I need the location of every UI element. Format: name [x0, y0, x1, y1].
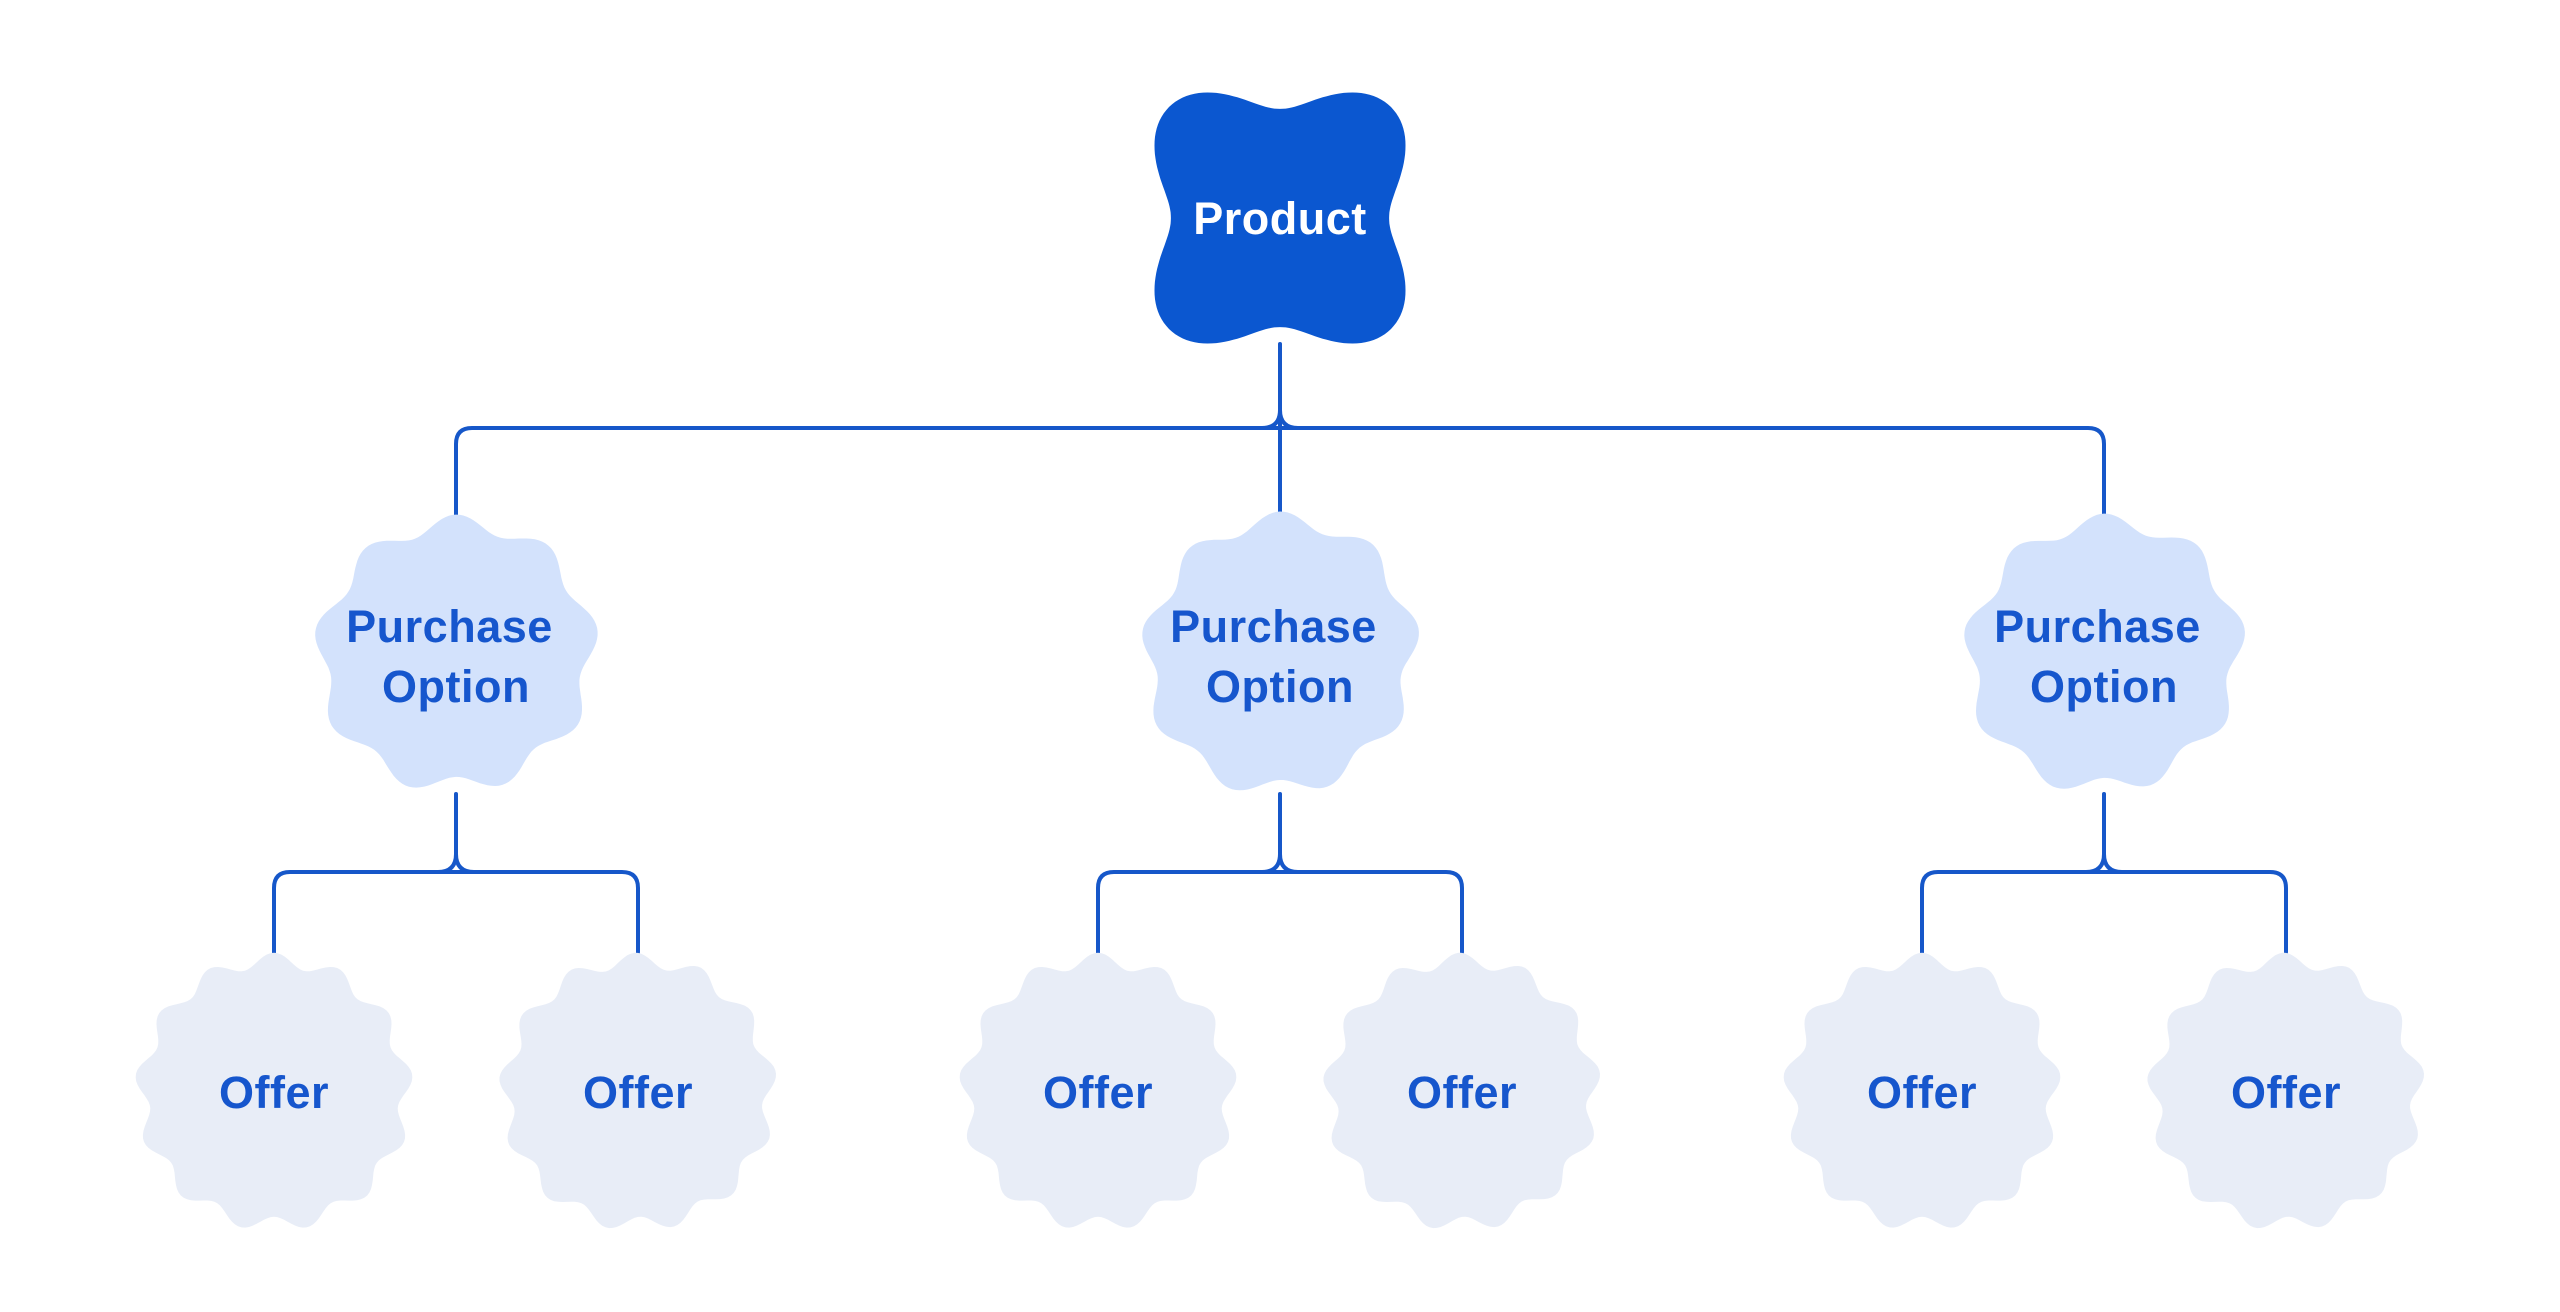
- connector-level1-rail: [454, 426, 2106, 518]
- connector-option1-rail: [272, 870, 640, 954]
- purchase-option-node: [1964, 513, 2245, 789]
- product-label: Product: [1193, 193, 1367, 244]
- connector-option3-fillet-right: [2102, 852, 2124, 874]
- offer-node: [959, 952, 1237, 1228]
- offer-label: Offer: [1867, 1067, 1977, 1118]
- connector-option1-fillet-right: [454, 852, 476, 874]
- connector-option3-rail: [1920, 870, 2288, 954]
- offer-node: [2147, 952, 2424, 1229]
- connector-option2-fillet-right: [1278, 852, 1300, 874]
- purchase-option-label-line2: Option: [2030, 661, 2178, 712]
- connector-level1-fillet-right: [1278, 408, 1300, 430]
- purchase-option-label: Purchase Option: [346, 601, 566, 712]
- connector-option2-fillet-left: [1260, 852, 1282, 874]
- offer-label: Offer: [2231, 1067, 2341, 1118]
- offer-label: Offer: [219, 1067, 329, 1118]
- offer-label: Offer: [1407, 1067, 1517, 1118]
- offer-node: [1783, 952, 2061, 1228]
- offer-label: Offer: [583, 1067, 693, 1118]
- purchase-option-label-line2: Option: [382, 661, 530, 712]
- connector-lines: [272, 342, 2288, 954]
- offer-label: Offer: [1043, 1067, 1153, 1118]
- purchase-option-label: Purchase Option: [1994, 601, 2214, 712]
- connector-option3-fillet-left: [2084, 852, 2106, 874]
- purchase-option-label-line1: Purchase: [1994, 601, 2201, 652]
- offer-node: [135, 952, 413, 1228]
- connector-option1-fillet-left: [436, 852, 458, 874]
- purchase-option-label-line2: Option: [1206, 661, 1354, 712]
- purchase-option-label: Purchase Option: [1170, 601, 1390, 712]
- connector-level1-fillet-left: [1260, 408, 1282, 430]
- offer-node: [1323, 952, 1600, 1229]
- purchase-option-node: [315, 514, 598, 788]
- offer-node: [499, 952, 776, 1229]
- product-node: [1154, 92, 1406, 344]
- purchase-option-label-line1: Purchase: [1170, 601, 1377, 652]
- connector-option2-rail: [1096, 870, 1464, 954]
- purchase-option-label-line1: Purchase: [346, 601, 553, 652]
- purchase-option-node: [1142, 511, 1419, 791]
